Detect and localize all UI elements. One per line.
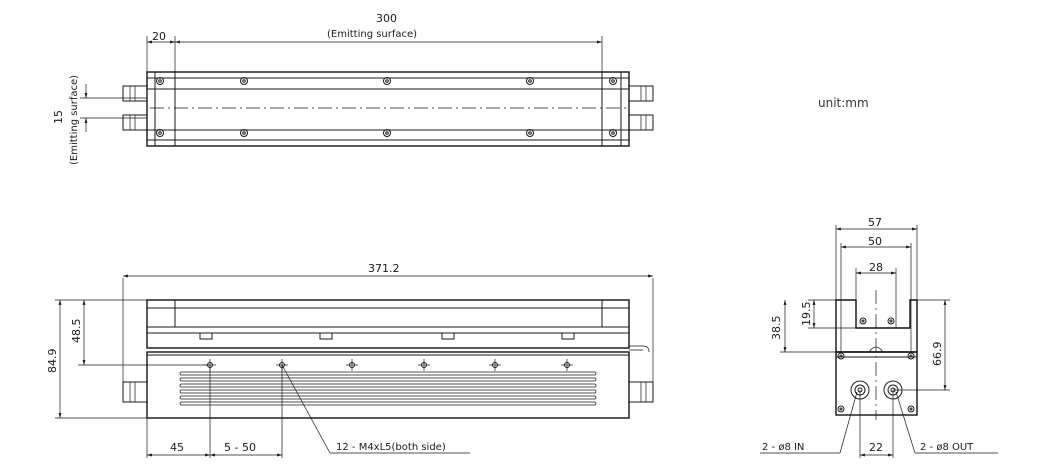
- top-view: 20 300 (Emitting surface) 15 (Emitting s…: [52, 12, 654, 165]
- fitting-right: [628, 85, 654, 131]
- dim-port-pitch: 22: [869, 441, 883, 454]
- dim-hole-pitch: 5 - 50: [224, 441, 256, 454]
- dim-length: 300: [376, 12, 397, 25]
- mounting-hole-icon: [204, 359, 573, 371]
- screw-icon: [156, 77, 617, 137]
- dim-step: 19.5: [800, 302, 813, 327]
- fitting-left: [122, 85, 148, 131]
- dim-height: 66.9: [931, 342, 944, 367]
- callout-out: 2 - ø8 OUT: [920, 442, 974, 453]
- cooling-fins: [179, 371, 597, 406]
- dim-width: 15: [52, 110, 65, 124]
- dim-upper-height: 48.5: [70, 319, 83, 344]
- dim-width-note: (Emitting surface): [69, 75, 80, 165]
- side-view: 57 50 28 19.5 38.5 66.9 22 2 - ø8 IN: [760, 216, 998, 458]
- callout-in: 2 - ø8 IN: [762, 442, 804, 453]
- unit-label: unit:mm: [818, 96, 869, 110]
- fitting-front: [122, 345, 654, 403]
- dim-offset: 20: [152, 30, 166, 43]
- dim-total-height: 84.9: [46, 349, 59, 374]
- dim-hole-start: 45: [170, 441, 184, 454]
- dim-width-mid: 50: [868, 235, 882, 248]
- front-view: 371.2 84.9 48.5 45 5 - 50 12 - M4xL5(bot…: [46, 262, 654, 458]
- dim-total-length: 371.2: [368, 262, 400, 275]
- dim-width-inner: 28: [869, 261, 883, 274]
- callout-holes: 12 - M4xL5(both side): [336, 442, 446, 453]
- dim-length-note: (Emitting surface): [327, 29, 417, 40]
- screw-icon: [837, 317, 915, 413]
- dim-upper: 38.5: [770, 316, 783, 341]
- dim-width-outer: 57: [868, 216, 882, 229]
